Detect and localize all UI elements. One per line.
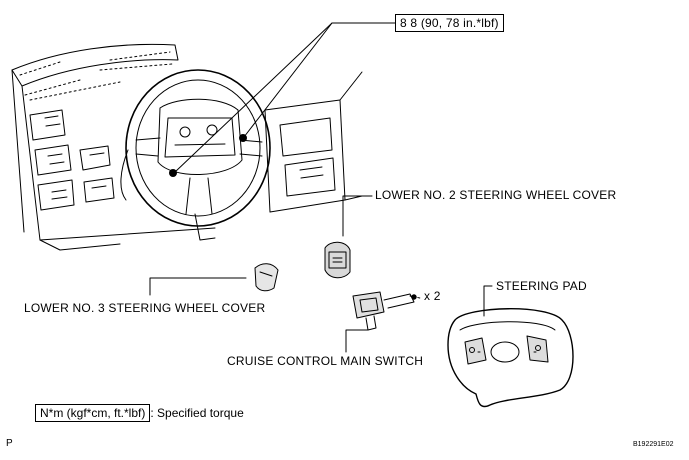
lower-no2-cover-part [324,195,373,279]
label-lower-no3-cover: LOWER NO. 3 STEERING WHEEL COVER [24,301,266,315]
figure-code: B192291E02 [633,441,674,448]
corner-letter: P [6,438,13,449]
torque-unit-box: N*m (kgf*cm, ft.*lbf) [35,404,151,422]
torque-legend: N*m (kgf*cm, ft.*lbf): Specified torque [35,404,244,422]
dashboard-outline [11,43,363,251]
label-lower-no2-cover: LOWER NO. 2 STEERING WHEEL COVER [375,188,617,202]
cruise-control-switch-part [345,291,421,353]
label-cruise-control-switch: CRUISE CONTROL MAIN SWITCH [227,354,424,368]
lower-no3-cover-part [149,263,279,296]
torque-leader-lines [174,22,396,173]
steering-pad-part [447,285,574,408]
label-screw-quantity: x 2 [424,289,441,303]
torque-callout: 8 8 (90, 78 in.*lbf) [395,14,504,32]
steering-wheel [120,69,271,241]
label-steering-pad: STEERING PAD [496,279,587,293]
torque-legend-description: : Specified torque [150,406,244,420]
